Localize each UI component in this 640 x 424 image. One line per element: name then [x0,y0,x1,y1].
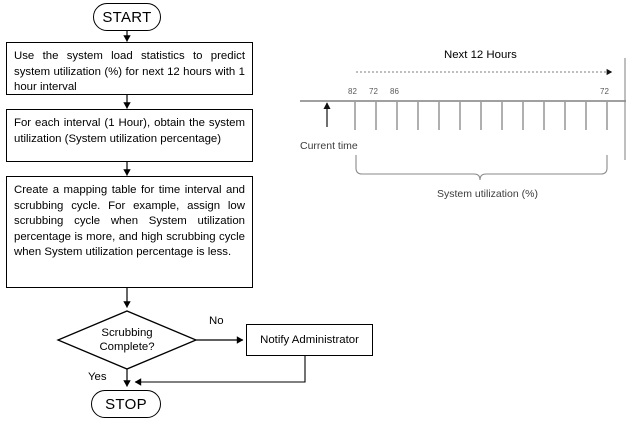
start-terminator[interactable]: START [93,3,161,31]
start-label: START [102,8,152,26]
tick-value-1: 82 [348,87,357,96]
process-box-predict-utilization[interactable]: Use the system load statistics to predic… [6,42,253,95]
timeline-span-label: Next 12 Hours [444,49,517,61]
process-box-obtain-utilization[interactable]: For each interval (1 Hour), obtain the s… [6,109,253,162]
stop-terminator[interactable]: STOP [91,390,161,418]
process-box-mapping-table[interactable]: Create a mapping table for time interval… [6,176,253,288]
process-label-mapping: Create a mapping table for time interval… [14,184,245,259]
tick-value-3: 86 [390,87,399,96]
current-time-label: Current time [300,140,358,152]
connector-notify-feedback-loop [134,356,306,386]
system-utilization-brace [355,155,608,181]
tick-value-2: 72 [369,87,378,96]
decision-label-line1: Scrubbing [101,327,153,339]
decision-scrubbing-complete[interactable]: Scrubbing Complete? [77,325,177,355]
system-utilization-brace-label: System utilization (%) [437,188,538,200]
notify-administrator-label: Notify Administrator [260,333,359,346]
stop-label: STOP [105,395,147,413]
process-label-obtain: For each interval (1 Hour), obtain the s… [14,117,245,145]
tick-value-13: 72 [600,87,609,96]
decision-label-line2: Complete? [99,341,155,353]
branch-label-no: No [209,315,224,327]
process-label-predict: Use the system load statistics to predic… [14,50,245,94]
timeline-ticks [354,102,608,130]
process-box-notify-administrator[interactable]: Notify Administrator [246,324,373,356]
branch-label-yes: Yes [88,371,107,383]
